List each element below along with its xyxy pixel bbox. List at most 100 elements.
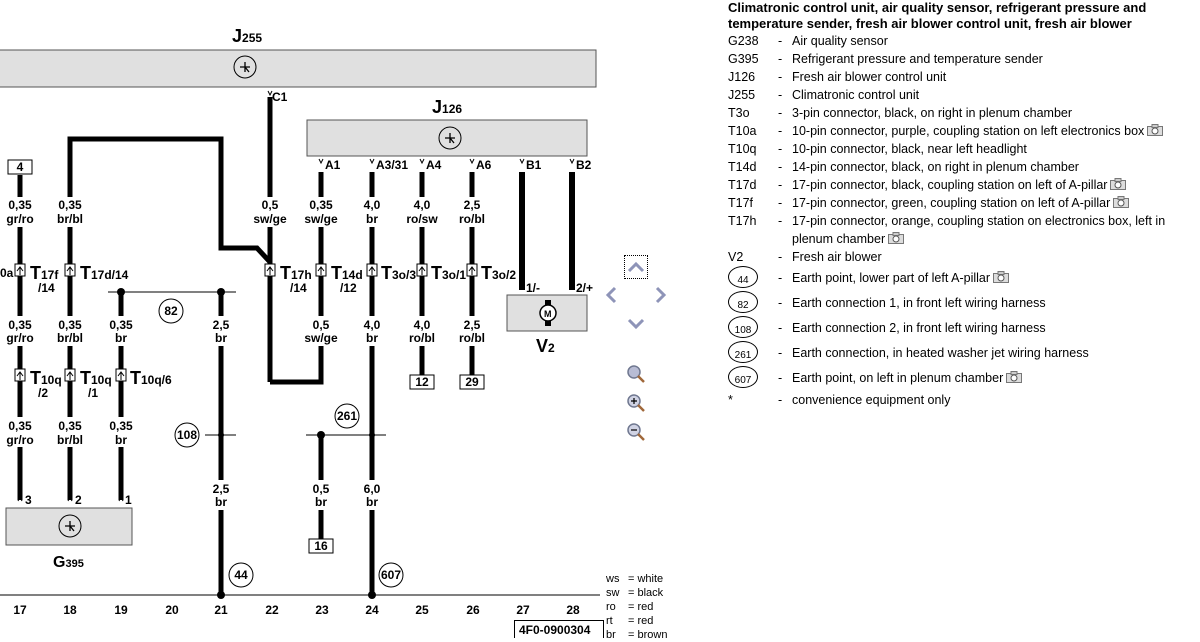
wire-label: 4,0br	[357, 197, 387, 227]
connector-t3o-3: T3o/3	[381, 263, 416, 283]
legend-code: T10q	[728, 142, 757, 156]
control-unit-symbol-icon	[438, 126, 462, 150]
legend-item: G395-Refrigerant pressure and temperatur…	[728, 50, 1198, 68]
legend-item: T3o-3-pin connector, black, on right in …	[728, 104, 1198, 122]
svg-text:0,5: 0,5	[313, 318, 330, 332]
legend-item: G238-Air quality sensor	[728, 32, 1198, 50]
svg-text:4,0: 4,0	[364, 318, 381, 332]
wire-label: 2,5ro/bl	[456, 197, 488, 227]
legend-dash: -	[778, 371, 783, 385]
legend-code: 44	[728, 266, 778, 291]
legend-dash: -	[778, 393, 783, 407]
svg-text:sw/ge: sw/ge	[304, 212, 338, 226]
legend-description: 17-pin connector, orange, coupling stati…	[792, 212, 1198, 248]
wiring-diagram[interactable]: J255 J126 C1 A1 A3/31 A4 A6	[0, 0, 604, 638]
legend-code: T10a	[728, 124, 757, 138]
camera-icon[interactable]	[1006, 371, 1023, 383]
chevron-up-icon	[627, 261, 645, 273]
wire-label: 0,5sw/ge	[304, 316, 338, 346]
svg-text:0,35: 0,35	[8, 198, 32, 212]
svg-text:/14: /14	[290, 281, 307, 295]
legend-item: J126-Fresh air blower control unit	[728, 68, 1198, 86]
zoom-button[interactable]	[625, 363, 647, 385]
pin-c1: C1	[272, 90, 288, 104]
pan-left-button[interactable]	[600, 284, 622, 306]
legend-dash: -	[778, 296, 783, 310]
svg-text:br: br	[366, 495, 378, 509]
legend-description-text: 14-pin connector, black, on right in ple…	[792, 160, 1079, 174]
color-key-row: br= brown	[606, 629, 668, 641]
wire-label: 4,0br	[357, 316, 387, 346]
pin-g395-1: 1	[125, 493, 132, 507]
legend-description: Earth connection 2, in front left wiring…	[792, 316, 1198, 341]
svg-text:0,35: 0,35	[309, 198, 333, 212]
chevron-right-icon	[655, 286, 667, 304]
legend-description-text: Earth connection 1, in front left wiring…	[792, 296, 1046, 310]
pin-b2: B2	[576, 158, 592, 172]
connector-t10a: 0a	[0, 266, 14, 280]
earth-44: 44	[234, 568, 248, 582]
svg-text:2,5: 2,5	[213, 318, 230, 332]
pin-v2-1: 1/-	[526, 281, 540, 295]
legend-earth-item: 607-Earth point, on left in plenum chamb…	[728, 366, 1198, 391]
legend-dash: -	[778, 34, 783, 48]
earth-82: 82	[164, 304, 178, 318]
connector-t3o-1: T3o/1	[431, 263, 466, 283]
svg-text:ro/bl: ro/bl	[459, 331, 485, 345]
legend-code: 261	[728, 341, 778, 366]
zoom-out-button[interactable]	[625, 421, 647, 443]
pan-down-button[interactable]	[625, 312, 647, 334]
reference-boxes: 4 12 29 16	[7, 159, 485, 554]
legend-item: T10a-10-pin connector, purple, coupling …	[728, 122, 1198, 140]
zoom-in-button[interactable]	[625, 392, 647, 414]
legend-code: T3o	[728, 106, 750, 120]
svg-text:br: br	[366, 212, 378, 226]
legend-description-text: 17-pin connector, black, coupling statio…	[792, 178, 1108, 192]
magnifier-icon	[627, 365, 645, 383]
pan-right-button[interactable]	[650, 284, 672, 306]
sensor-symbol-icon	[58, 514, 82, 538]
pin-arrow-icons	[17, 90, 575, 502]
legend-description-text: Earth connection, in heated washer jet w…	[792, 346, 1089, 360]
connector-t10q-1: T10q	[80, 368, 112, 388]
camera-icon[interactable]	[1113, 196, 1130, 208]
legend-code: V2	[728, 250, 744, 264]
camera-icon[interactable]	[1147, 124, 1164, 136]
svg-text:28: 28	[566, 603, 580, 617]
earth-symbol-icon: 261	[728, 341, 758, 363]
camera-icon[interactable]	[993, 271, 1010, 283]
svg-text:22: 22	[265, 603, 279, 617]
legend-dash: -	[778, 196, 783, 210]
camera-icon[interactable]	[1110, 178, 1127, 190]
legend-description: 3-pin connector, black, on right in plen…	[792, 104, 1198, 122]
color-key-row: ws= white	[606, 573, 664, 585]
svg-text:br/bl: br/bl	[57, 331, 83, 345]
camera-icon[interactable]	[888, 232, 905, 244]
svg-text:/1: /1	[88, 386, 98, 400]
legend-earth-item: 108-Earth connection 2, in front left wi…	[728, 316, 1198, 341]
control-unit-symbol-icon	[233, 55, 257, 79]
svg-text:0,35: 0,35	[58, 419, 82, 433]
legend-item: T17d-17-pin connector, black, coupling s…	[728, 176, 1198, 194]
j255-label: J255	[232, 26, 262, 46]
svg-text:19: 19	[114, 603, 128, 617]
v2-label: V2	[536, 336, 555, 356]
connector-icons	[14, 263, 478, 382]
svg-text:sw/ge: sw/ge	[304, 331, 338, 345]
svg-text:gr/ro: gr/ro	[6, 331, 33, 345]
pan-up-button[interactable]	[624, 255, 648, 279]
earth-607: 607	[381, 568, 401, 582]
chevron-left-icon	[605, 286, 617, 304]
legend-code: J126	[728, 70, 756, 84]
legend-description-text: Earth point, on left in plenum chamber	[792, 371, 1004, 385]
diagram-reference-code: 4F0-0900304	[514, 620, 604, 638]
legend-code: 607	[728, 366, 778, 391]
svg-text:2,5: 2,5	[213, 482, 230, 496]
legend-item: T17h-17-pin connector, orange, coupling …	[728, 212, 1198, 248]
